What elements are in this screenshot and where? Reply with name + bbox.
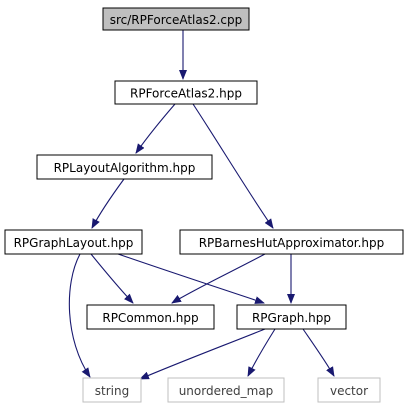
node-label: RPCommon.hpp [102,311,198,325]
node-label: unordered_map [179,384,274,398]
node-layout_algorithm[interactable]: RPLayoutAlgorithm.hpp [36,154,213,180]
node-graph_layout[interactable]: RPGraphLayout.hpp [4,229,143,255]
edge-graph_layout-to-graph [117,253,265,304]
nodes-layer: src/RPForceAtlas2.cppRPForceAtlas2.hppRP… [4,7,404,403]
node-label: RPLayoutAlgorithm.hpp [54,161,196,175]
node-box [167,377,285,403]
node-box [4,229,143,255]
node-vector: vector [317,377,381,403]
node-box [317,377,381,403]
node-unordered_map: unordered_map [167,377,285,403]
edge-forceatlas_hpp-to-barnes_hut [192,103,274,229]
node-string: string [82,377,142,403]
node-root: src/RPForceAtlas2.cpp [102,7,250,31]
node-box [82,377,142,403]
node-label: src/RPForceAtlas2.cpp [110,13,243,27]
node-box [36,154,213,180]
node-label: RPForceAtlas2.hpp [130,87,242,101]
edge-forceatlas_hpp-to-layout_algorithm [135,103,176,154]
node-label: string [95,384,129,398]
edge-barnes_hut-to-common [171,253,266,304]
node-forceatlas_hpp[interactable]: RPForceAtlas2.hpp [114,80,258,105]
node-label: RPBarnesHutApproximator.hpp [199,236,385,250]
node-box [236,304,347,330]
edge-graph-to-string [139,328,266,380]
node-box [114,80,258,105]
edges-layer [68,30,335,380]
node-common[interactable]: RPCommon.hpp [86,304,215,330]
edge-graph-to-vector [302,328,335,377]
edge-layout_algorithm-to-graph_layout [91,178,125,229]
node-barnes_hut[interactable]: RPBarnesHutApproximator.hpp [179,229,404,255]
node-label: RPGraph.hpp [252,311,331,325]
node-box [179,229,404,255]
edge-graph-to-unordered_map [247,328,276,377]
node-box [86,304,215,330]
node-graph[interactable]: RPGraph.hpp [236,304,347,330]
edge-graph_layout-to-common [90,253,134,304]
node-label: vector [330,384,368,398]
edge-graph_layout-to-string [68,253,91,378]
node-label: RPGraphLayout.hpp [14,236,134,250]
node-box [102,7,250,31]
